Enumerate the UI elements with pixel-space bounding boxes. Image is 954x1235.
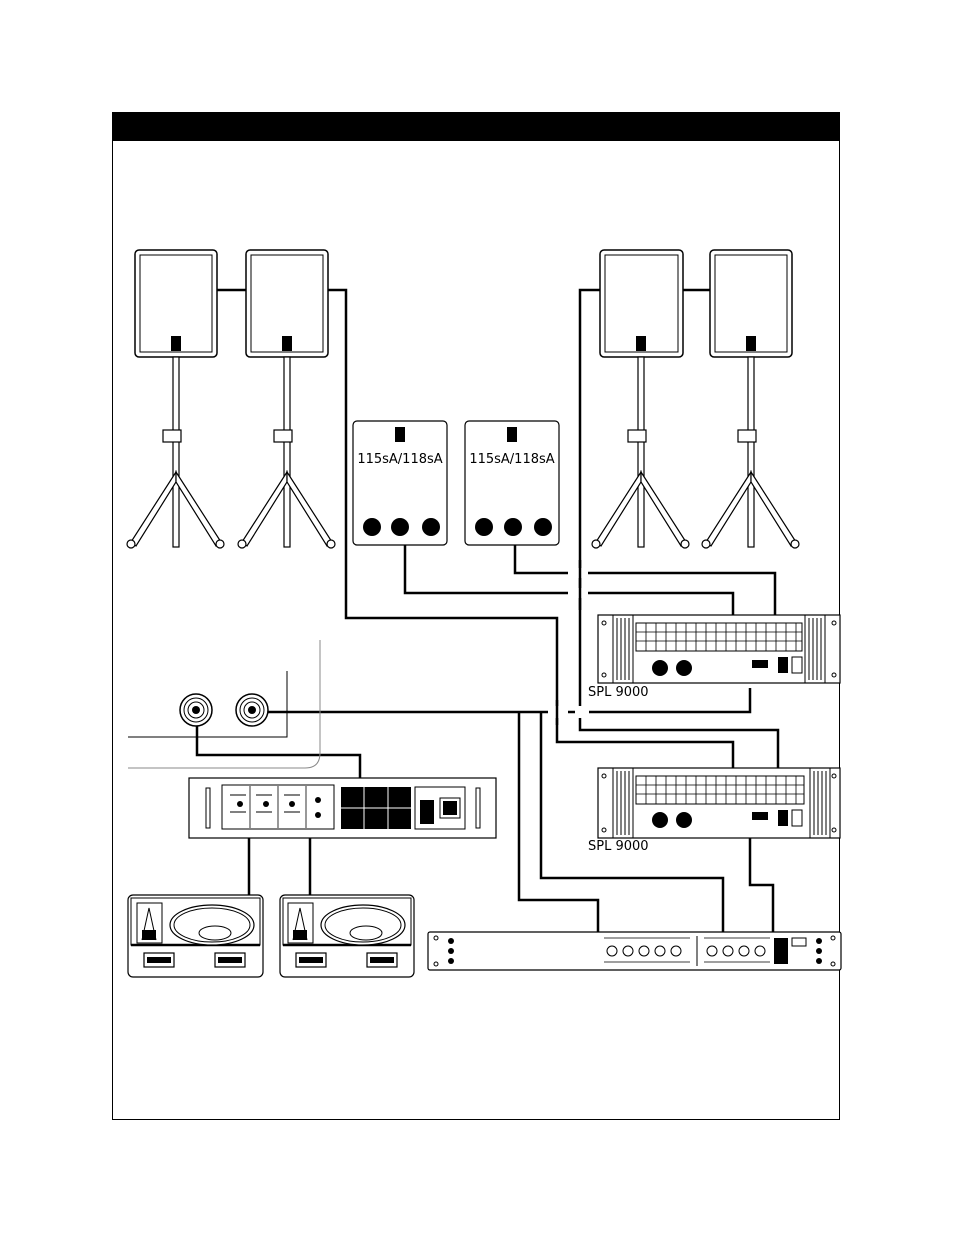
cable-sub-right-to-amp	[515, 545, 775, 615]
wall-panel	[128, 640, 320, 768]
power-amp-bottom-label: SPL 9000	[588, 839, 649, 854]
tripod-stand-right-1	[592, 357, 689, 548]
cable-amp-to-wall	[252, 688, 750, 712]
crossover-unit	[428, 932, 841, 970]
cable-crossover-to-amp-c	[750, 838, 773, 932]
tripod-stand-left-2	[238, 357, 335, 548]
subwoofer-left-label: 115sA/118sA	[357, 452, 442, 467]
cable-crossover-to-amp-a	[519, 712, 598, 932]
cable-sub-left-to-amp	[405, 545, 733, 615]
power-amp-top	[598, 615, 840, 683]
tripod-stand-right-2	[702, 357, 799, 548]
subwoofer-right	[465, 421, 559, 545]
wall-jack-left	[180, 694, 212, 726]
main-speaker-left-1	[135, 250, 217, 357]
cable-crossing-gaps	[548, 568, 589, 718]
subwoofer-right-label: 115sA/118sA	[469, 452, 554, 467]
wall-jack-right	[236, 694, 268, 726]
monitor-wedge-left	[128, 895, 263, 977]
main-speaker-left-2	[246, 250, 328, 357]
tripod-stand-left-1	[127, 357, 224, 548]
powered-mixer	[189, 778, 496, 838]
monitor-wedge-right	[280, 895, 414, 977]
power-amp-bottom	[598, 768, 840, 838]
power-amp-top-label: SPL 9000	[588, 685, 649, 700]
main-speaker-right-2	[710, 250, 792, 357]
main-speaker-right-1	[600, 250, 683, 357]
subwoofer-left	[353, 421, 447, 545]
